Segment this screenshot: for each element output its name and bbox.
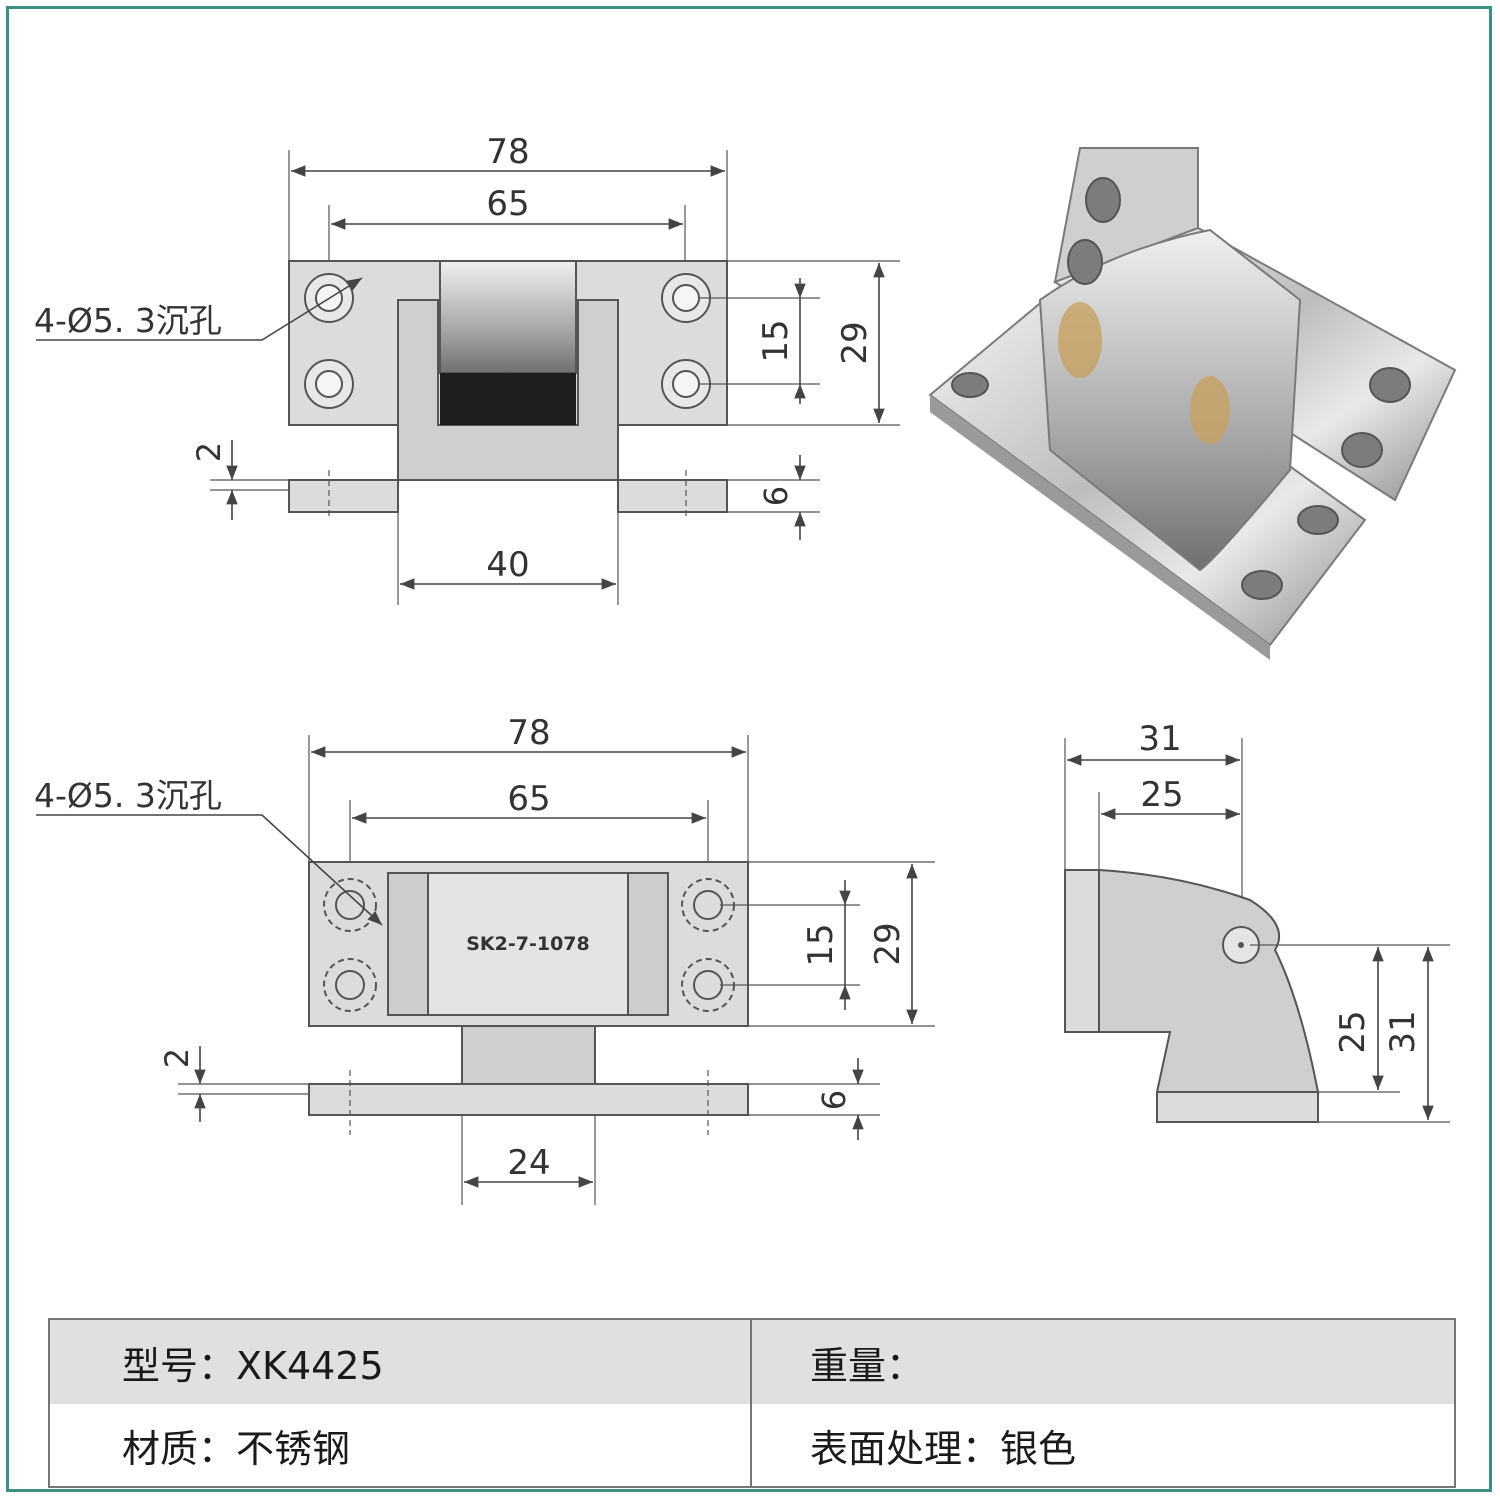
marking-panel <box>427 872 629 1016</box>
dim-6-b-label: 6 <box>815 1090 853 1110</box>
dim-15-b-label: 15 <box>801 923 841 966</box>
dim-29-b-label: 29 <box>868 922 908 965</box>
dim-6-label: 6 <box>757 486 795 506</box>
dim-65-label: 65 <box>486 184 529 224</box>
base-flange-right <box>617 479 728 513</box>
marking-label: SK2-7-1078 <box>466 933 590 955</box>
knuckle-shadow <box>440 373 576 425</box>
spec-table: 型号：XK4425 重量： 材质：不锈钢 表面处理：银色 <box>48 1318 1456 1488</box>
dim-31-h-label: 31 <box>1138 719 1181 759</box>
side-plate <box>1064 869 1100 1033</box>
border-frame <box>6 6 1492 1492</box>
dim-31-v-label: 31 <box>1383 1010 1423 1053</box>
spec-material: 材质：不锈钢 <box>50 1404 752 1486</box>
base-flange-b <box>308 1083 749 1116</box>
countersunk-hole-b-bl <box>323 958 377 1012</box>
hole-callout-leader-b <box>36 814 383 926</box>
spec-finish: 表面处理：银色 <box>752 1404 1454 1486</box>
dim-25-h-label: 25 <box>1140 775 1183 815</box>
countersunk-hole-b-tl <box>323 878 377 932</box>
side-base <box>1156 1091 1319 1123</box>
dim-15-label: 15 <box>756 319 796 362</box>
side-knuckle-profile <box>1098 868 1320 1093</box>
bottom-view: 78 65 4-Ø5. 3沉孔 SK2-7-1078 15 29 2 6 24 <box>34 713 935 1205</box>
dim-78-label: 78 <box>486 132 529 172</box>
side-view: 31 25 25 31 <box>1064 719 1450 1123</box>
hinge-knuckle <box>439 260 577 374</box>
dim-2-label: 2 <box>190 442 228 462</box>
dim-40-label: 40 <box>486 545 529 585</box>
top-view: 78 65 4-Ø5. 3沉孔 15 29 2 6 40 <box>34 132 900 605</box>
spec-weight: 重量： <box>752 1320 1454 1404</box>
dim-29-label: 29 <box>835 321 875 364</box>
dim-2-b-label: 2 <box>158 1048 196 1068</box>
dim-25-v-label: 25 <box>1333 1010 1373 1053</box>
hinge-bracket <box>397 299 619 481</box>
knuckle-stem <box>461 1025 596 1085</box>
dim-24-label: 24 <box>507 1143 550 1183</box>
hole-callout-label: 4-Ø5. 3沉孔 <box>34 301 222 340</box>
base-flange-left <box>288 479 399 513</box>
dim-65-b-label: 65 <box>507 779 550 819</box>
dim-78-b-label: 78 <box>507 713 550 753</box>
hole-callout-b-label: 4-Ø5. 3沉孔 <box>34 776 222 815</box>
countersunk-hole-bl <box>304 359 354 409</box>
steel-hinge-photo <box>928 147 1457 660</box>
spec-model: 型号：XK4425 <box>50 1320 752 1404</box>
hole-callout-leader <box>36 277 363 341</box>
